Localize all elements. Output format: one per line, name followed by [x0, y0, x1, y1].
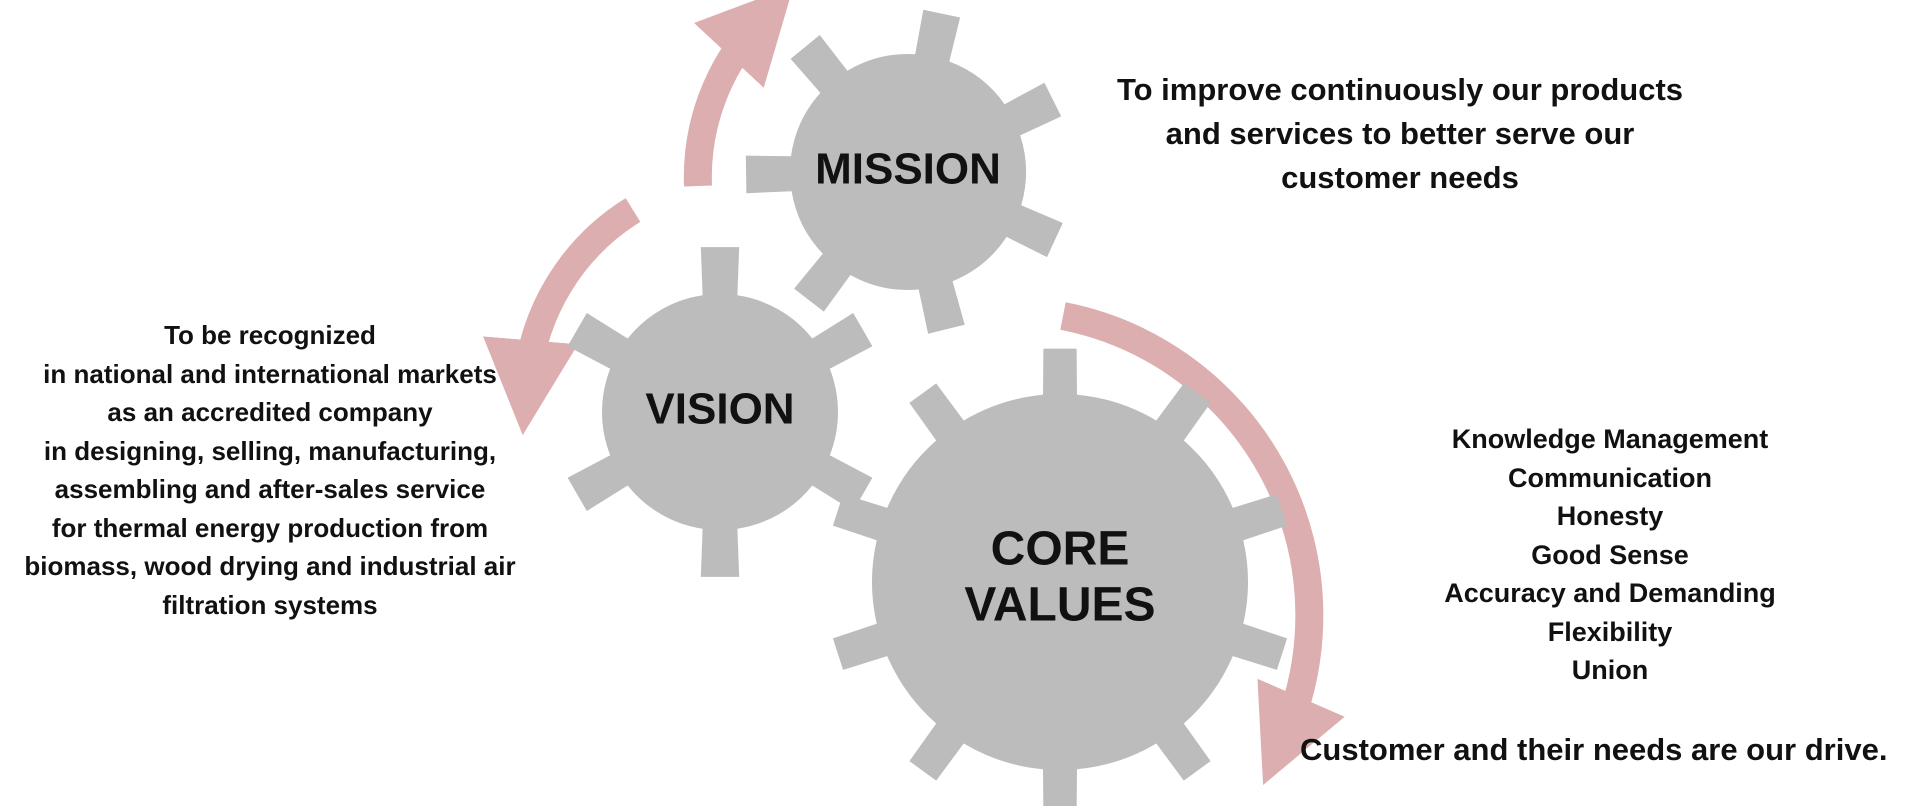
vision-statement: To be recognized in national and interna…	[0, 316, 540, 624]
core-value-item: Knowledge Management	[1451, 424, 1769, 454]
core-value-item: Accuracy and Demanding	[1444, 578, 1776, 608]
vision-statement-line: biomass, wood drying and industrial air	[24, 551, 516, 581]
mission-statement: To improve continuously our products and…	[1080, 68, 1720, 200]
drive-statement: Customer and their needs are our drive.	[1300, 732, 1888, 767]
mission-gear-icon	[745, 9, 1063, 334]
gear-label-mission: MISSION	[815, 145, 1001, 194]
arrow-core-values-cycle	[1060, 302, 1345, 786]
mission-statement-line: customer needs	[1281, 160, 1519, 195]
core-value-item: Honesty	[1556, 501, 1664, 531]
arrow-mission-to-vision	[483, 198, 641, 436]
gear-label-vision: VISION	[645, 385, 794, 434]
vision-statement-line: for thermal energy production from	[51, 512, 489, 543]
core-values-list: Knowledge Management Communication Hones…	[1405, 420, 1815, 690]
core-value-item: Flexibility	[1547, 616, 1673, 647]
gear-label-core-values-line1: CORE	[991, 523, 1130, 576]
arrow-vision-to-mission	[683, 0, 794, 187]
vision-statement-line: in designing, selling, manufacturing,	[43, 435, 497, 466]
vision-statement-line: To be recognized	[164, 320, 376, 350]
vision-statement-line: as an accredited company	[107, 397, 433, 427]
vision-statement-line: assembling and after-sales service	[54, 474, 486, 504]
core-values-gear-icon	[832, 348, 1288, 806]
core-value-item: Communication	[1507, 462, 1712, 493]
mission-statement-line: To improve continuously our products	[1116, 72, 1684, 107]
mission-statement-line: and services to better serve our	[1165, 116, 1635, 151]
core-value-item: Good Sense	[1531, 539, 1689, 570]
vision-statement-line: filtration systems	[162, 589, 378, 620]
vision-statement-line: in national and international markets	[43, 358, 497, 389]
vision-gear-icon	[567, 247, 873, 577]
core-value-item: Union	[1571, 655, 1649, 685]
gear-label-core-values-line2: VALUES	[964, 579, 1155, 632]
